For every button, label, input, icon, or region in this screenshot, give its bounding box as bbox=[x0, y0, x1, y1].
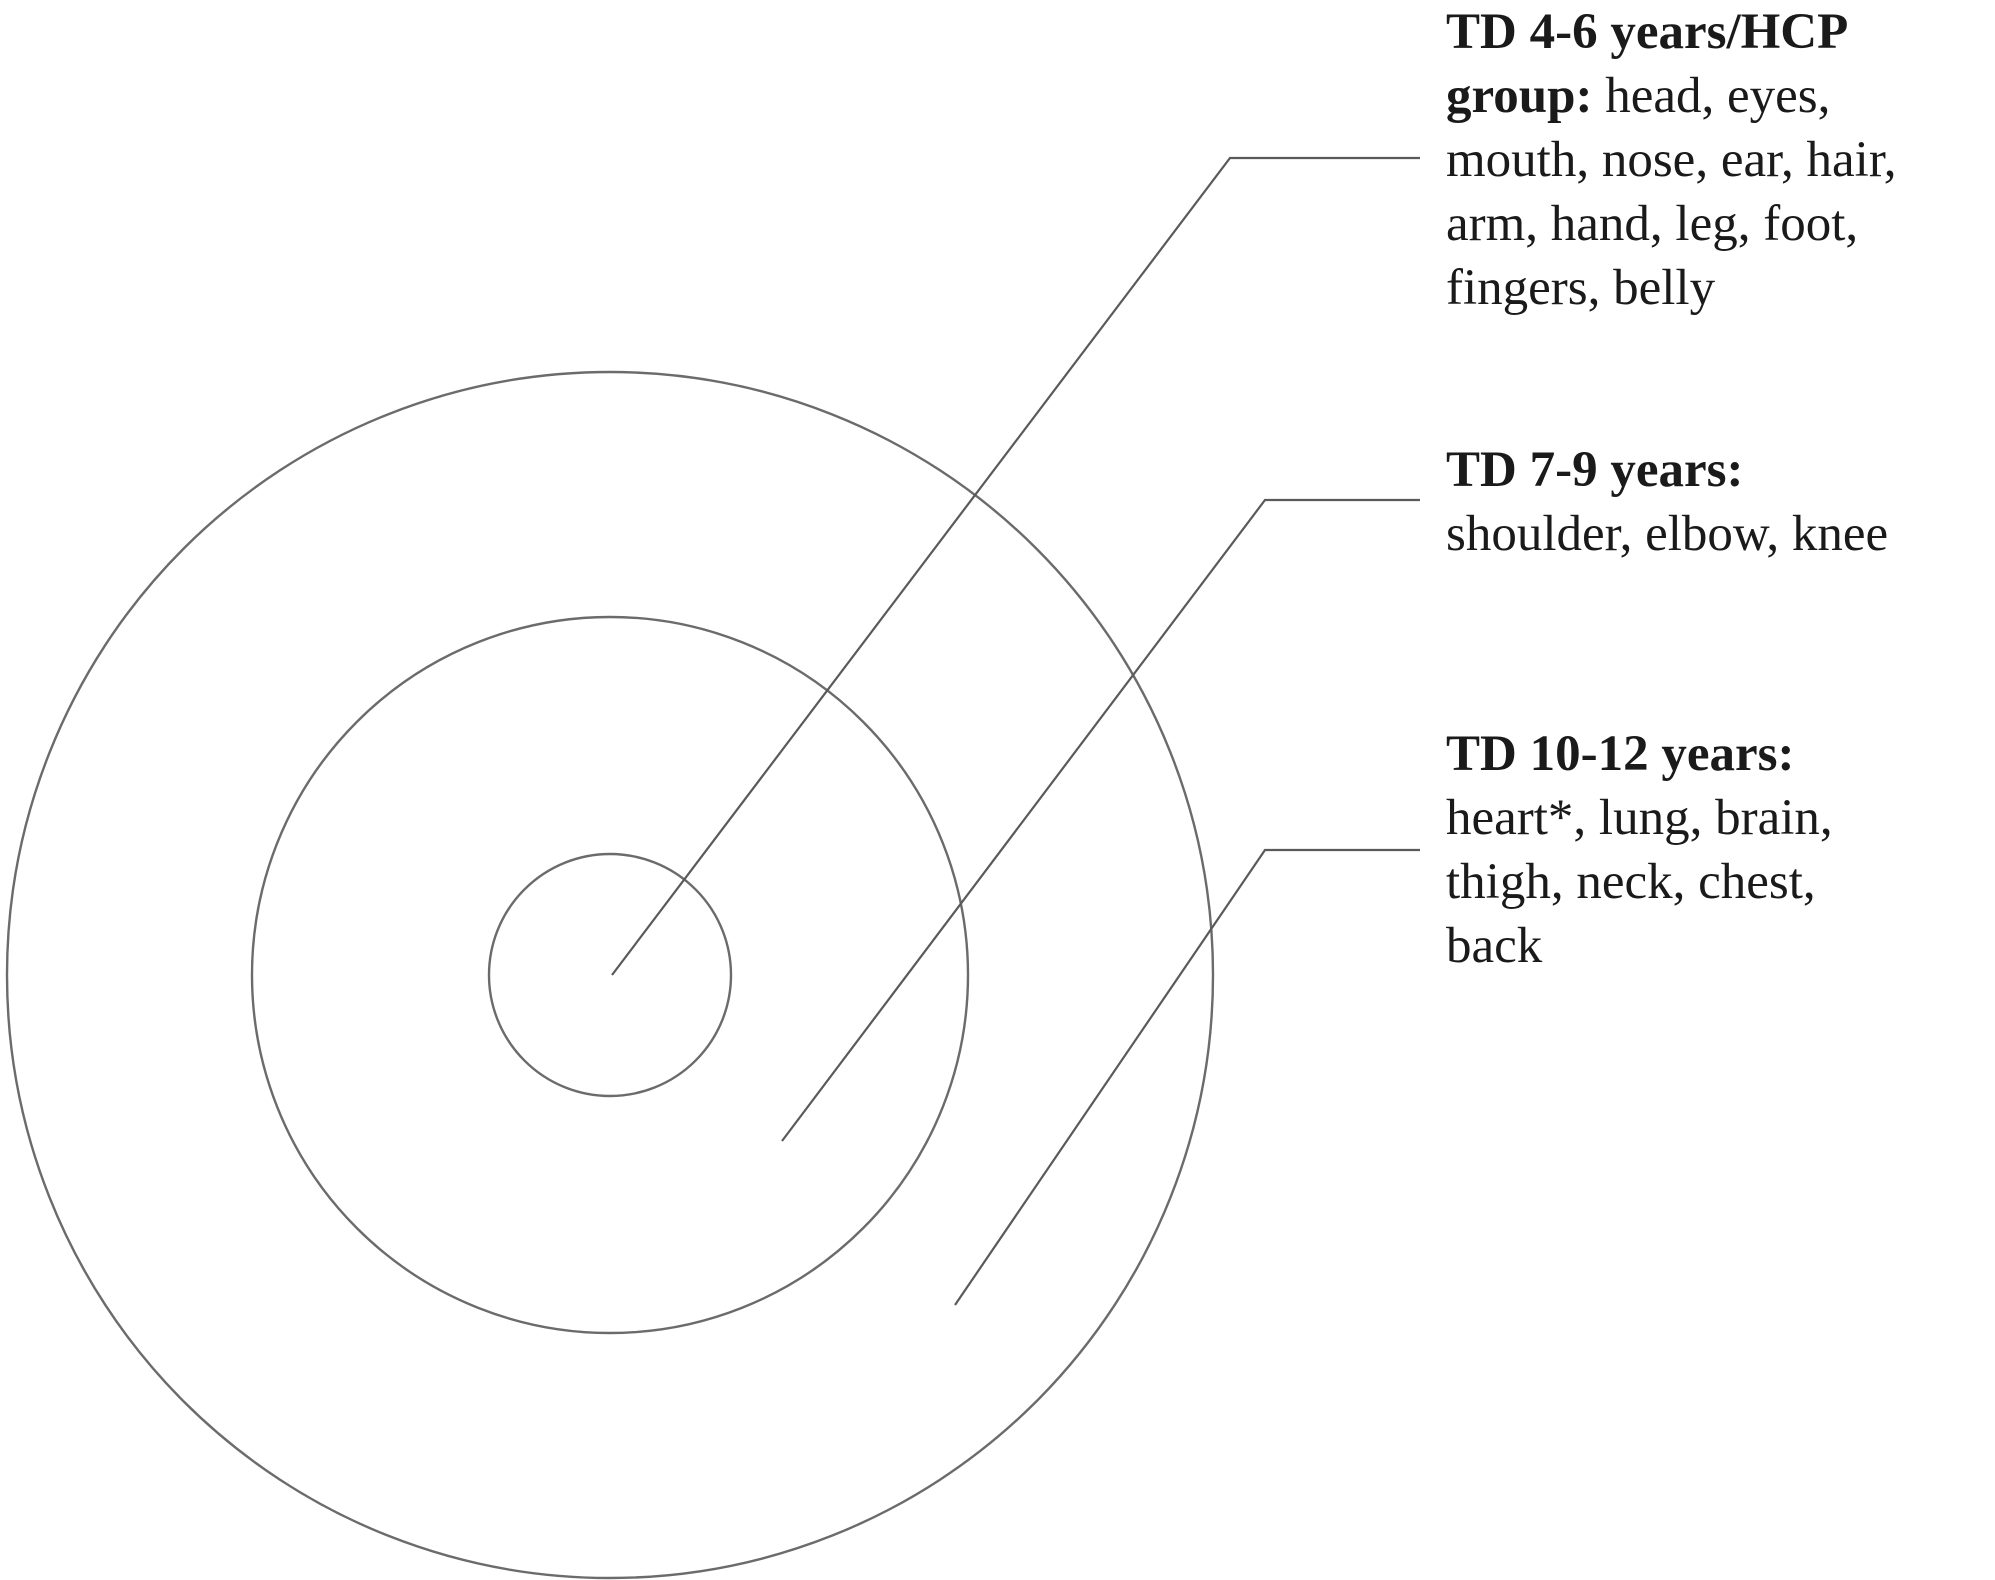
label-td-4-6-items: mouth, nose, ear, hair, arm, hand, leg, … bbox=[1446, 132, 1897, 316]
label-td-7-9-heading: TD 7-9 years: bbox=[1446, 442, 1744, 498]
label-td-4-6-years-hcp: TD 4-6 years/HCP group: head, eyes, mouth… bbox=[1446, 0, 1986, 320]
label-td-10-12-heading: TD 10-12 years: bbox=[1446, 726, 1795, 782]
inner-ring bbox=[487, 852, 733, 1098]
label-td-10-12-items: heart*, lung, brain, thigh, neck, chest,… bbox=[1446, 790, 1833, 974]
leader-line-td-4-6 bbox=[611, 156, 1420, 976]
label-td-4-6-heading-group: group: bbox=[1446, 68, 1593, 124]
middle-ring bbox=[250, 615, 970, 1335]
leader-line-td-7-9 bbox=[781, 498, 1420, 1142]
outer-ring bbox=[5, 370, 1215, 1580]
label-td-4-6-items-first: head, eyes, bbox=[1592, 68, 1831, 124]
label-td-7-9-years: TD 7-9 years: shoulder, elbow, knee bbox=[1446, 438, 1986, 566]
label-td-7-9-items: shoulder, elbow, knee bbox=[1446, 506, 1889, 562]
label-td-10-12-years: TD 10-12 years: heart*, lung, brain, thig… bbox=[1446, 722, 1986, 978]
label-td-4-6-heading: TD 4-6 years/HCP bbox=[1446, 4, 1849, 60]
leader-line-td-10-12 bbox=[954, 848, 1420, 1306]
